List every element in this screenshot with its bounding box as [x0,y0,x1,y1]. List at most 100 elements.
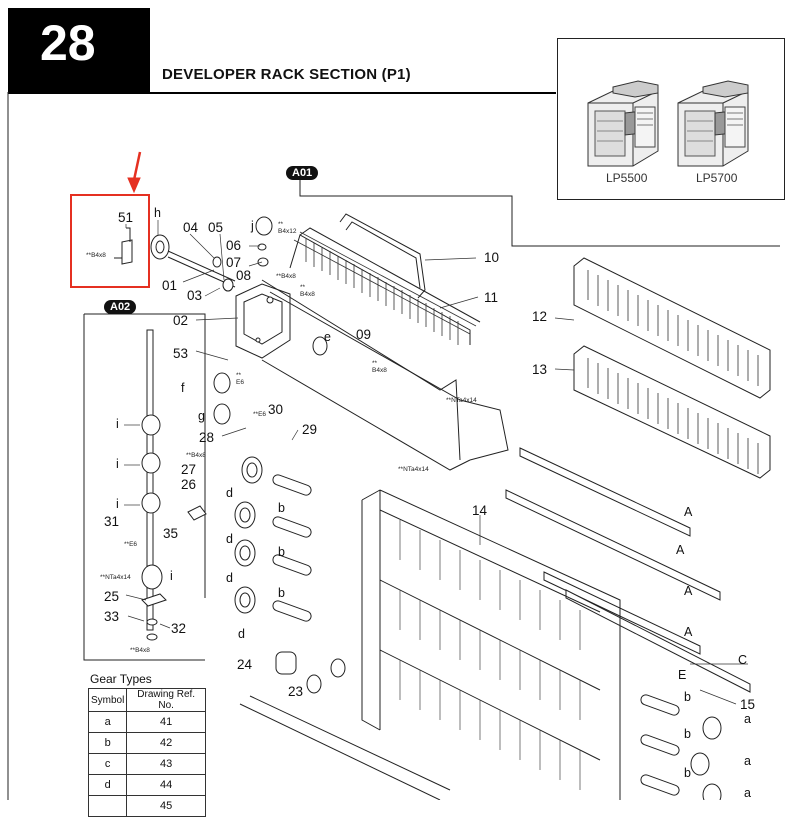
symbol-b-2: b [278,545,285,559]
callout-13: 13 [532,362,548,377]
part-51-bracket [114,227,133,265]
screw-label-b4x8-51: **B4x8 [86,252,106,259]
callout-01: 01 [162,278,178,293]
callout-14: 14 [472,503,488,518]
gear-table-header-ref: Drawing Ref. No. [126,688,206,712]
callout-26: 26 [181,477,197,492]
symbol-d-4: d [238,627,245,641]
table-row: b 42 [87,732,206,754]
gear-ref-cell: 44 [126,774,206,796]
table-row: c 43 [87,753,206,775]
assembly-badge-a01: A01 [286,166,319,180]
gear-ref-cell: 43 [126,753,206,775]
symbol-g: g [198,409,205,423]
symbol-A-4: A [684,625,693,639]
symbol-a-2: a [744,754,751,768]
symbol-b-4: b [684,690,691,704]
symbol-b-1: b [278,501,285,515]
gear-ref-cell: 41 [126,711,206,733]
callout-06: 06 [226,238,242,253]
screw-label-b4x8-09: **B4x8 [372,360,387,374]
symbol-A-1: A [684,505,693,519]
screw-label-b4x8-08: **B4x8 [276,273,296,280]
symbol-i-3: i [116,497,119,511]
screw-label-e6-31: **E6 [124,541,138,548]
model-label-lp5500: LP5500 [606,171,648,185]
table-row: a 41 [87,711,206,733]
header-rule-left [8,92,150,94]
callout-24: 24 [237,657,253,672]
callout-23: 23 [288,684,304,699]
symbol-a-1: a [744,712,751,726]
symbol-i-2: i [116,457,119,471]
gear-symbol-cell: c [87,753,128,775]
page-number: 28 [40,15,96,71]
gear-symbol-cell: d [87,774,128,796]
callout-09: 09 [356,327,372,342]
callout-25: 25 [104,589,120,604]
callout-32: 32 [171,621,187,636]
highlight-arrow [127,151,142,194]
screw-label-b4x8-27: **B4x8 [186,452,206,459]
screw-label-b4x8-a02: **B4x8 [130,647,150,654]
callout-07: 07 [226,255,242,270]
gear-symbol-cell: a [87,711,128,733]
callout-11: 11 [484,290,499,305]
models-box: LP5500 LP5700 [557,38,785,200]
symbol-e: e [324,330,331,344]
gear-table-header-row: Symbol Drawing Ref. No. [87,688,206,712]
callout-35: 35 [163,526,179,541]
symbol-b-6: b [684,766,691,780]
gear-ref-cell: 45 [126,795,206,817]
callout-53: 53 [173,346,189,361]
callout-15: 15 [740,697,756,712]
symbol-A-3: A [684,584,693,598]
symbol-d-2: d [226,532,233,546]
exploded-parts-diagram [7,92,780,800]
callout-05: 05 [208,220,224,235]
printer-illustrations [587,80,749,167]
screw-label-nta4x14-a02: **NTa4x14 [100,574,131,581]
symbol-b-3: b [278,586,285,600]
header-rule [150,92,556,94]
table-row: 45 [87,795,206,817]
assembly-badge-a02: A02 [104,300,137,314]
callout-10: 10 [484,250,500,265]
gear-symbol-cell: b [87,732,128,754]
model-label-lp5700: LP5700 [696,171,738,185]
callout-12: 12 [532,309,548,324]
screw-label-b4x8-top: **B4x8 [300,284,315,298]
symbol-h: h [154,206,161,220]
symbol-f: f [181,381,185,395]
screw-label-b4x12: **B4x12 [278,221,297,235]
gear-ref-cell: 42 [126,732,206,754]
callout-02: 02 [173,313,189,328]
symbol-A-2: A [676,543,685,557]
screw-label-nta4x14-1: **NTa4x14 [446,397,477,404]
symbol-j: j [251,219,254,233]
symbol-E: E [678,668,687,682]
callout-08: 08 [236,268,252,283]
callout-51: 51 [118,210,134,225]
callout-29: 29 [302,422,318,437]
callout-28: 28 [199,430,215,445]
symbol-C: C [738,653,748,667]
section-title: DEVELOPER RACK SECTION (P1) [162,66,411,83]
symbol-i-4: i [170,569,173,583]
highlight-box-part-51 [70,194,150,288]
gear-table-header-symbol: Symbol [87,688,128,712]
printer-lp5700-image [677,80,749,167]
symbol-a-3: a [744,786,751,800]
gear-symbol-cell [87,795,128,817]
screw-label-nta4x14-2: **NTa4x14 [398,466,429,473]
gear-types-table: Symbol Drawing Ref. No. a 41 b 42 c 43 d… [87,688,206,817]
printer-lp5500-image [587,80,659,167]
symbol-b-5: b [684,727,691,741]
callout-27: 27 [181,462,197,477]
gear-types-caption: Gear Types [90,672,152,686]
page-number-box [8,8,150,93]
callout-03: 03 [187,288,203,303]
callout-31: 31 [104,514,120,529]
callout-30: 30 [268,402,284,417]
callout-33: 33 [104,609,120,624]
